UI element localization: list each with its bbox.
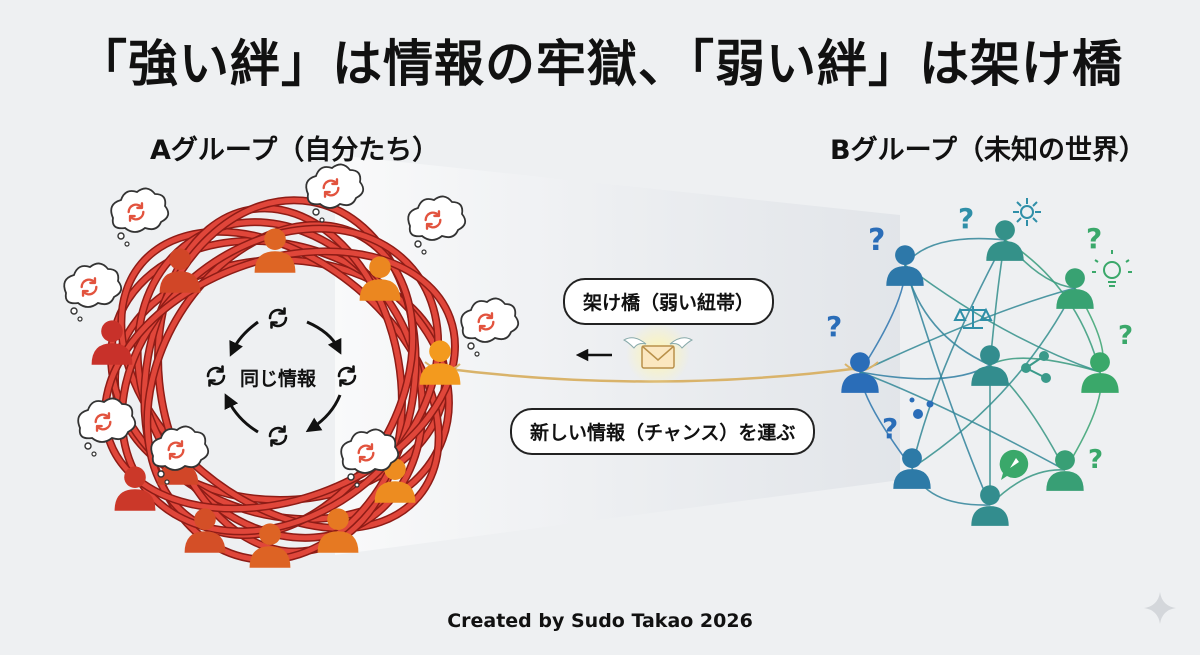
refresh-icon: [206, 365, 226, 387]
network-icon: [1021, 351, 1051, 383]
lightbulb-icon: [1092, 250, 1132, 287]
question-icon: ?: [882, 412, 898, 445]
question-icon: ?: [1088, 445, 1103, 475]
question-icon: ?: [1118, 321, 1133, 351]
group-b-label: Bグループ（未知の世界）: [830, 135, 1146, 166]
group-a-thought-bubbles: [63, 163, 520, 488]
same-info-cycle: [206, 307, 357, 447]
question-icon: ?: [958, 202, 974, 235]
refresh-icon: [268, 307, 288, 329]
bridge-light-beam: [335, 155, 900, 555]
credit-text: Created by Sudo Takao 2026: [447, 610, 753, 632]
bridge-message-bubble: 新しい情報（チャンス）を運ぶ: [510, 408, 816, 455]
dots-icon: [909, 397, 934, 419]
thought-bubble: [460, 297, 520, 357]
sparkle-icon: [1144, 592, 1176, 624]
cycle-arrow: [305, 394, 342, 433]
refresh-icon: [268, 425, 288, 447]
thought-bubble: [150, 425, 210, 485]
cycle-arrow: [229, 320, 259, 357]
page-title: 「強い絆」は情報の牢獄、「弱い絆」は架け橋: [77, 35, 1123, 93]
thought-bubble: [63, 262, 123, 322]
thought-bubble: [340, 428, 400, 488]
question-icon: ?: [826, 310, 842, 343]
question-icon: ?: [1086, 222, 1102, 255]
compass-icon: [999, 449, 1029, 480]
cycle-arrow: [224, 393, 259, 434]
thought-bubble: [77, 397, 137, 457]
thought-bubble: [110, 187, 170, 247]
cycle-arrow: [306, 320, 342, 355]
question-icon: ?: [868, 223, 885, 258]
gear-icon: [1013, 198, 1041, 226]
same-info-label: 同じ情報: [240, 368, 317, 390]
bridge-label-bubble: 架け橋（弱い紐帯）: [563, 278, 775, 325]
group-b-icons: ? ? ? ? ? ? ?: [826, 198, 1133, 480]
scale-icon: [953, 306, 993, 329]
group-a-label: Aグループ（自分たち）: [150, 135, 440, 166]
thought-bubble: [407, 195, 467, 255]
envelope-icon: [622, 322, 694, 386]
thought-bubble: [305, 163, 365, 223]
